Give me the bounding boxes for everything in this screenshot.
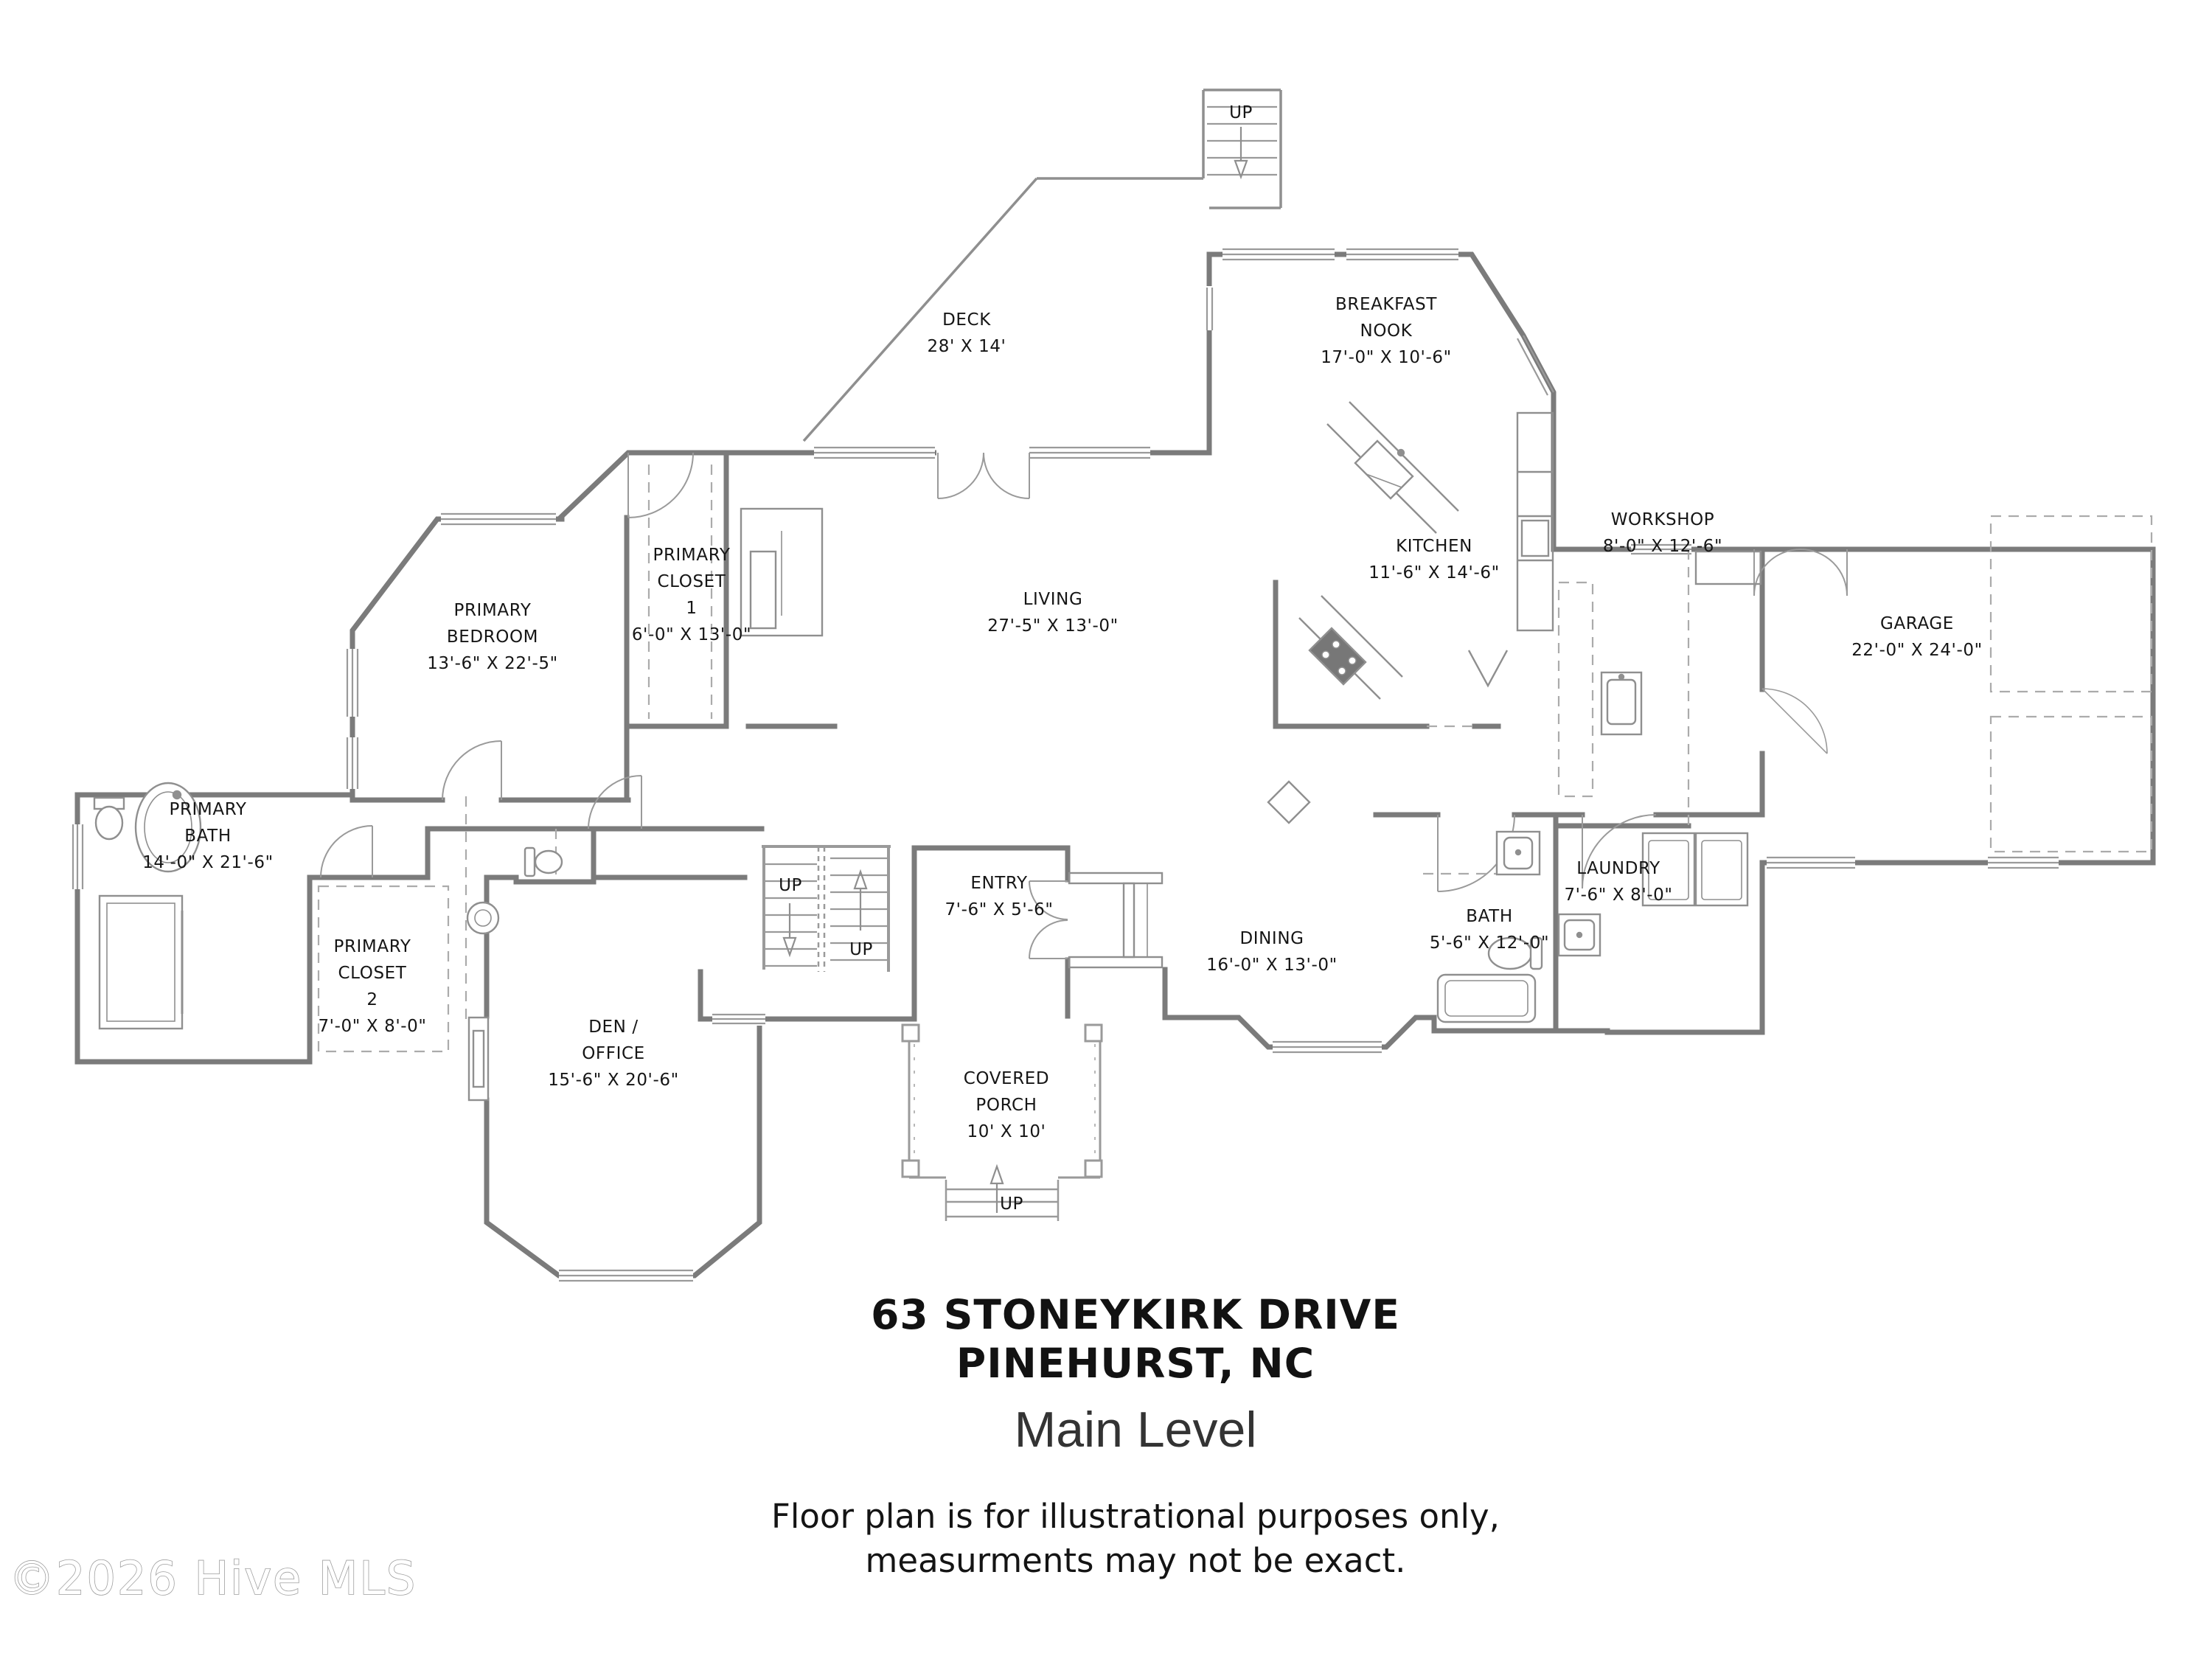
- closet2-shelving: [317, 885, 450, 1053]
- laundry-fixtures: [1557, 832, 1749, 957]
- garage-storage-outline: [1989, 515, 2153, 693]
- room-label-living: LIVING: [1023, 590, 1083, 609]
- room-label-den-office: DEN /: [588, 1018, 639, 1037]
- room-label-bath: BATH: [1466, 907, 1512, 926]
- room-label-primary-closet-2: CLOSET: [338, 964, 407, 983]
- room-label-garage: 22'-0" X 24'-0": [1851, 641, 1983, 660]
- room-label-workshop: 8'-0" X 12'-6": [1603, 537, 1722, 556]
- bath2-fixtures: [1436, 830, 1543, 1023]
- room-label-primary-bath: PRIMARY: [170, 800, 247, 819]
- room-labels: DECK 28' X 14' BREAKFAST NOOK 17'-0" X 10'-6…: [142, 295, 1983, 1141]
- room-label-primary-bath: BATH: [184, 827, 231, 846]
- room-label-den-office: OFFICE: [582, 1044, 645, 1063]
- fireplace: [740, 507, 824, 637]
- room-label-workshop: WORKSHOP: [1611, 510, 1715, 529]
- dashed-lines: [317, 465, 2153, 1053]
- room-label-den-office: 15'-6" X 20'-6": [548, 1071, 679, 1090]
- doors: [320, 452, 1848, 959]
- room-label-entry: 7'-6" X 5'-6": [945, 900, 1053, 919]
- room-label-breakfast-nook: 17'-0" X 10'-6": [1321, 348, 1452, 367]
- up-deck-stairs: UP: [1229, 103, 1253, 122]
- front-door-assembly: [1068, 872, 1164, 969]
- room-label-kitchen: 11'-6" X 14'-6": [1368, 563, 1500, 582]
- room-label-primary-closet-1: 6'-0" X 13'-0": [632, 625, 751, 644]
- wc-toilet: [524, 846, 563, 877]
- up-stair-left: UP: [779, 876, 802, 895]
- up-stair-right: UP: [849, 940, 873, 959]
- room-label-primary-bedroom: BEDROOM: [447, 627, 538, 647]
- room-label-breakfast-nook: BREAKFAST: [1335, 295, 1437, 314]
- room-label-primary-closet-2: 2: [366, 990, 378, 1009]
- windows: [71, 247, 2059, 1282]
- primary-bath-fixtures: [93, 782, 500, 1030]
- up-porch-steps: UP: [1000, 1194, 1023, 1214]
- room-label-primary-closet-2: 7'-0" X 8'-0": [318, 1017, 426, 1036]
- workshop-bench: [1557, 581, 1594, 798]
- fixtures: [93, 401, 1762, 1102]
- level-name: Main Level: [1015, 1402, 1257, 1458]
- room-label-primary-closet-1: CLOSET: [658, 572, 726, 591]
- mls-watermark: ©2026 Hive MLS: [9, 1551, 417, 1605]
- room-label-primary-bath: 14'-0" X 21'-6": [142, 853, 274, 872]
- room-label-dining: DINING: [1239, 929, 1304, 948]
- disclaimer-line-2: measurments may not be exact.: [866, 1541, 1406, 1580]
- room-label-breakfast-nook: NOOK: [1360, 321, 1413, 341]
- room-label-dining: 16'-0" X 13'-0": [1206, 956, 1338, 975]
- range-icon: [1308, 627, 1367, 686]
- room-label-primary-closet-1: 1: [686, 599, 697, 618]
- room-label-kitchen: KITCHEN: [1396, 537, 1472, 556]
- hall-cabinets: [1694, 550, 1762, 585]
- kitchen-sink-icon: [1354, 439, 1414, 500]
- deck-stairs: [1207, 105, 1277, 176]
- room-label-laundry: 7'-6" X 8'-0": [1564, 886, 1672, 905]
- address-line-1: 63 STONEYKIRK DRIVE: [871, 1291, 1400, 1338]
- room-label-covered-porch: COVERED: [964, 1069, 1049, 1088]
- stair-up-labels: UP UP UP UP: [779, 103, 1253, 1214]
- den-fireplace: [467, 1016, 490, 1102]
- porch-rails: [901, 1023, 1103, 1179]
- room-label-bath: 5'-6" X 12'-0": [1430, 933, 1549, 953]
- room-label-garage: GARAGE: [1880, 614, 1954, 633]
- address-line-2: PINEHURST, NC: [956, 1340, 1315, 1387]
- garage-storage-outline-2: [1989, 715, 2153, 853]
- stair-arrows: [782, 127, 1248, 1213]
- interior-stairs: [762, 845, 891, 972]
- room-label-primary-closet-2: PRIMARY: [334, 937, 411, 956]
- room-label-primary-bedroom: 13'-6" X 22'-5": [427, 654, 558, 673]
- closet1-rods: [647, 465, 713, 719]
- room-label-deck: 28' X 14': [928, 337, 1006, 356]
- disclaimer-line-1: Floor plan is for illustrational purpose…: [771, 1497, 1500, 1536]
- deck-rails: [802, 88, 1282, 442]
- room-label-covered-porch: 10' X 10': [967, 1122, 1046, 1141]
- room-label-deck: DECK: [942, 310, 991, 330]
- room-label-primary-closet-1: PRIMARY: [653, 546, 731, 565]
- utility-sink-icon: [1600, 671, 1643, 736]
- room-label-living: 27'-5" X 13'-0": [987, 616, 1119, 636]
- porch-steps: [945, 1180, 1060, 1221]
- room-label-primary-bedroom: PRIMARY: [454, 601, 532, 620]
- room-label-entry: ENTRY: [970, 874, 1028, 893]
- room-label-laundry: LAUNDRY: [1576, 859, 1660, 878]
- diamond-symbol: [1267, 780, 1311, 824]
- bifold-doors: [1467, 650, 1509, 688]
- room-label-covered-porch: PORCH: [975, 1096, 1037, 1115]
- exterior-walls: [74, 251, 2156, 1279]
